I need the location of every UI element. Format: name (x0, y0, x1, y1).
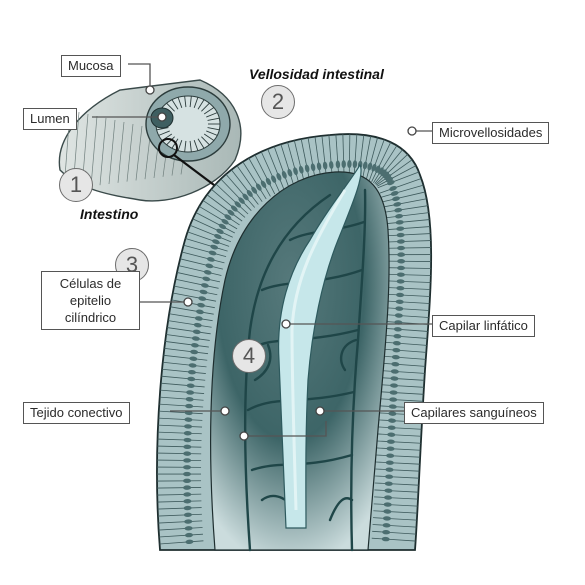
label-blood-capillaries: Capilares sanguíneos (404, 402, 544, 424)
label-lumen: Lumen (23, 108, 77, 130)
leader-dots (145, 85, 417, 441)
zoom-line (173, 154, 219, 189)
villus-illustration (156, 133, 433, 552)
intestine-title: Intestino (80, 206, 139, 222)
label-mucosa: Mucosa (61, 55, 121, 77)
blood-capillaries (243, 188, 367, 552)
label-microvilli: Microvellosidades (432, 122, 550, 144)
label-connective-tissue: Tejido conectivo (23, 402, 130, 424)
number-badge-2: 2 (261, 85, 295, 119)
number-badge-4: 4 (232, 339, 266, 373)
villus-title: Vellosidad intestinal (249, 66, 384, 82)
label-epithelial-cells: Células de epitelio cilíndrico (41, 271, 140, 330)
intestine-illustration (58, 79, 242, 202)
lymphatic-capillary (277, 163, 362, 529)
number-badge-1: 1 (59, 168, 93, 202)
label-lymphatic-capillary: Capilar linfático (432, 315, 535, 337)
zoom-circle (158, 138, 178, 158)
